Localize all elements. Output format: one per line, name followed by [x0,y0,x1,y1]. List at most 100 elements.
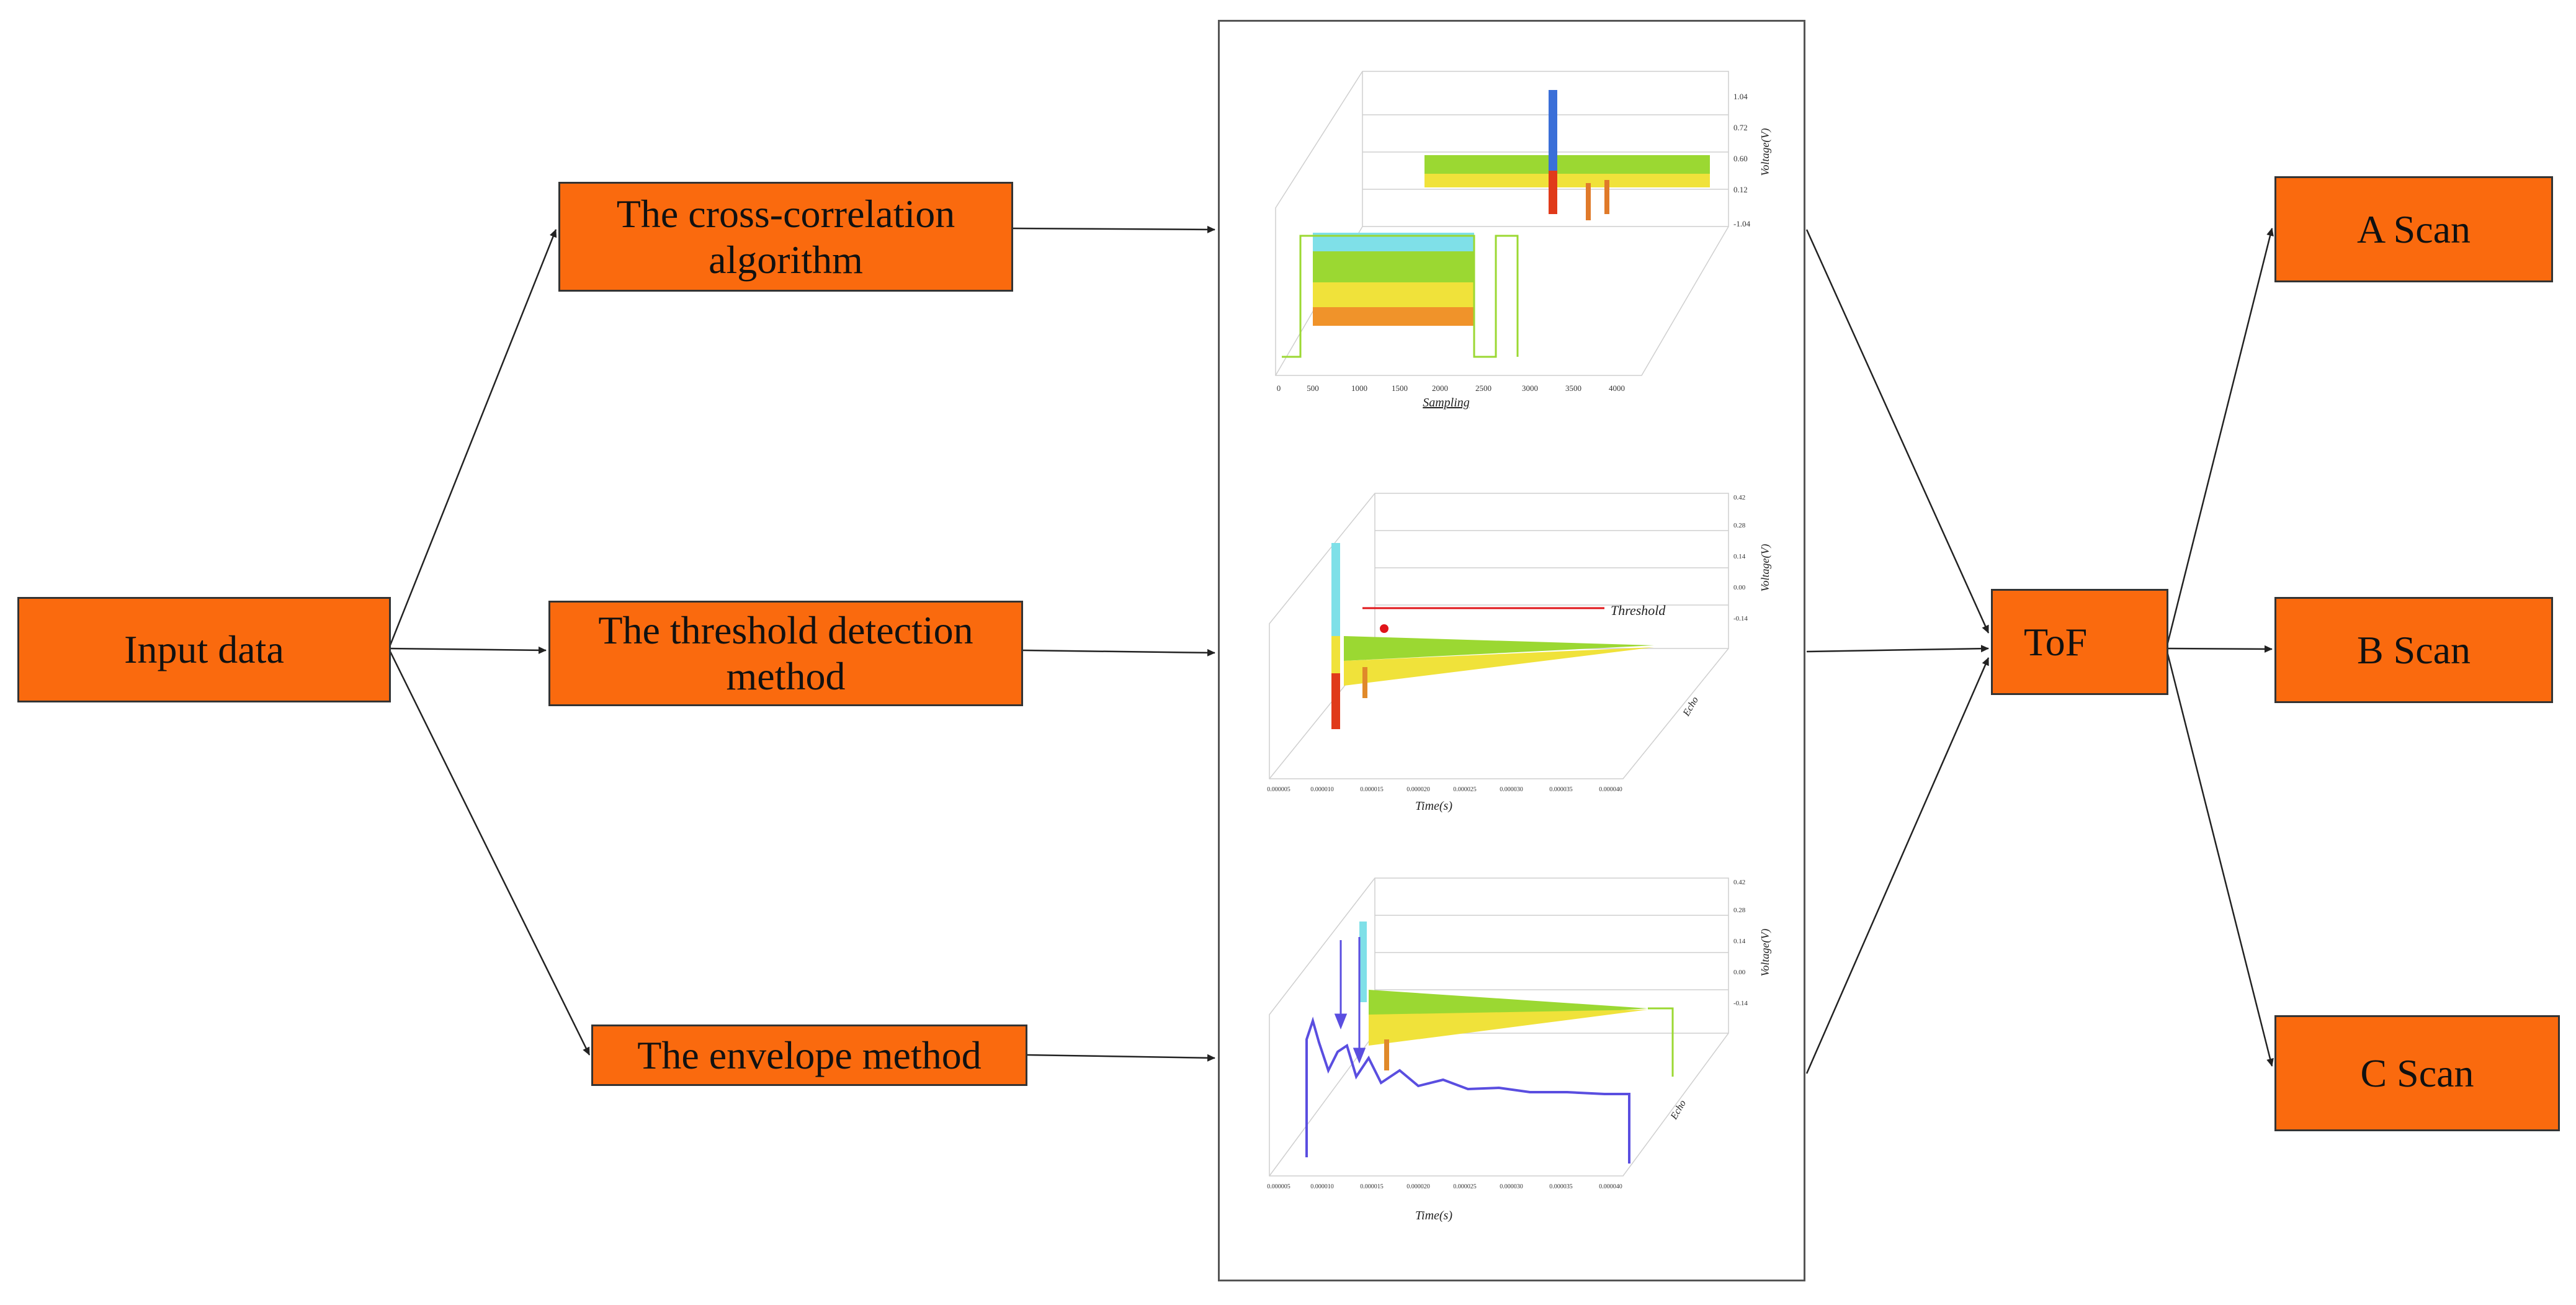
plot-middle-ytick: 0.00 [1733,584,1746,591]
plot-middle-signal-spike [1331,543,1340,636]
plot-top-ylabel: Voltage(V) [1759,128,1772,176]
plot-top-signal-band [1313,282,1474,307]
plot-top-ytick: 1.04 [1733,92,1748,101]
threshold-node: The threshold detection method [548,601,1023,706]
plot-middle-xtick: 0.000025 [1453,786,1477,793]
plot-top-signal-band [1313,251,1474,282]
plot-bottom-ytick: 0.28 [1733,907,1746,914]
plot-top-xtick: 4000 [1609,383,1625,393]
plot-middle-signal-decay [1344,636,1654,661]
arrow-input-to-cross-correlation [388,229,557,647]
plot-top-ytick: 0.72 [1733,123,1748,132]
plot-bottom-signal [1359,922,1674,1077]
plot-middle-ytick: 0.14 [1733,553,1746,560]
arrow-panel-middle-to-tof [1806,645,1989,653]
plot-bottom-ylabel: Voltage(V) [1759,929,1772,977]
plot-bottom-xtick: 0.000030 [1500,1183,1523,1190]
plot-bottom-ytick: 0.00 [1733,969,1746,976]
plot-bottom-signal-spike [1384,1039,1389,1070]
plot-top-ytick: -1.04 [1733,219,1751,228]
plot-top-ytick: 0.12 [1733,185,1748,194]
input-data-node: Input data [17,597,391,702]
plot-middle-threshold-marker [1380,624,1389,633]
plot-bottom-xtick: 0.000020 [1407,1183,1430,1190]
arrow-envelope-to-panel [1026,1054,1215,1062]
plot-middle-depth-label: Echo [1681,695,1701,719]
arrow-input-to-threshold [389,646,547,654]
plot-bottom-ytick: 0.42 [1733,879,1745,886]
plot-top-xtick: 3500 [1565,383,1581,393]
plot-middle-signal-spike [1331,636,1340,673]
plot-top-signal-band [1424,174,1710,187]
threshold-label: The threshold detection method [598,608,973,698]
plot-top-signal-spike [1586,183,1591,220]
plot-bottom-signal-decay [1369,1010,1648,1046]
plot-middle-xlabel: Time(s) [1415,799,1452,813]
plot-middle-xtick: 0.000015 [1360,786,1384,793]
plot-middle-ytick: -0.14 [1733,615,1748,622]
plot-top-signal-far [1424,90,1710,220]
plots-svg: 0 500 1000 1500 2000 2500 3000 3500 4000… [1267,71,1772,1222]
plot-middle-xtick: 0.000020 [1407,786,1430,793]
plot-bottom-envelope-line [1305,1016,1630,1164]
plot-bottom-signal-trace [1648,1007,1674,1077]
cross-correlation-node: The cross-correlation algorithm [558,182,1013,292]
c-scan-node: C Scan [2274,1015,2560,1131]
plot-top-xtick: 1000 [1351,383,1367,393]
plot-top-xlabel: Sampling [1423,396,1470,410]
arrow-panel-top-to-tof [1805,229,1990,634]
plot-bottom-xtick: 0.000035 [1549,1183,1573,1190]
plot-top-signal-band [1313,307,1474,326]
arrow-tof-to-b-scan [2167,645,2273,653]
plot-bottom-xtick: 0.000015 [1360,1183,1384,1190]
plot-middle-signal [1331,543,1654,729]
plot-top-signal-near [1282,233,1519,358]
plot-middle-ytick: 0.28 [1733,522,1746,529]
plot-top-xtick: 500 [1307,383,1319,393]
a-scan-label: A Scan [2356,207,2471,251]
plot-bottom-envelope-arrow-head [1353,1047,1366,1064]
plot-top-xtick: 2000 [1432,383,1448,393]
plot-top-signal-spike [1549,171,1557,214]
arrow-tof-to-c-scan [2166,651,2274,1067]
plot-middle-ytick: 0.42 [1733,494,1745,501]
plot-middle-signal-decay [1344,647,1654,686]
plot-bottom-envelope-arrow-head [1334,1013,1348,1030]
plot-middle-xtick: 0.000035 [1549,786,1573,793]
plot-middle: Threshold 0.000005 0.000010 0.000015 0.0… [1267,493,1772,813]
plot-top-signal-band [1424,155,1710,174]
plot-top-xtick: 0 [1277,383,1281,393]
plot-middle-xtick: 0.000040 [1599,786,1622,793]
envelope-node: The envelope method [591,1025,1027,1086]
plot-top-box [1275,71,1729,376]
input-data-label: Input data [124,627,284,672]
plot-top-xtick: 3000 [1522,383,1538,393]
plot-top: 0 500 1000 1500 2000 2500 3000 3500 4000… [1275,71,1772,410]
plot-bottom-xtick: 0.000040 [1599,1183,1622,1190]
arrow-threshold-to-panel [1022,648,1215,657]
envelope-label: The envelope method [637,1033,982,1077]
plot-bottom-xtick: 0.000025 [1453,1183,1477,1190]
plot-top-signal-spike [1549,90,1557,171]
arrow-input-to-envelope [388,650,591,1056]
cross-correlation-label: The cross-correlation algorithm [616,191,955,282]
plot-middle-xtick: 0.000030 [1500,786,1523,793]
plot-bottom-xtick: 0.000010 [1310,1183,1334,1190]
tof-label: ToF [2024,619,2088,664]
plot-bottom-xtick: 0.000005 [1267,1183,1290,1190]
plot-bottom-signal-spike [1359,922,1367,1002]
b-scan-label: B Scan [2356,627,2471,672]
tof-node: ToF [1991,589,2168,695]
plot-middle-signal-spike [1362,667,1367,698]
plot-top-ytick: 0.60 [1733,154,1748,163]
plot-middle-threshold-label: Threshold [1611,603,1666,618]
plot-middle-signal-spike [1331,673,1340,729]
plot-top-xtick: 2500 [1475,383,1491,393]
plot-top-signal-trace [1282,235,1519,358]
c-scan-label: C Scan [2360,1051,2474,1095]
plot-top-signal-spike [1604,180,1609,214]
a-scan-node: A Scan [2274,176,2553,282]
b-scan-node: B Scan [2274,597,2553,703]
